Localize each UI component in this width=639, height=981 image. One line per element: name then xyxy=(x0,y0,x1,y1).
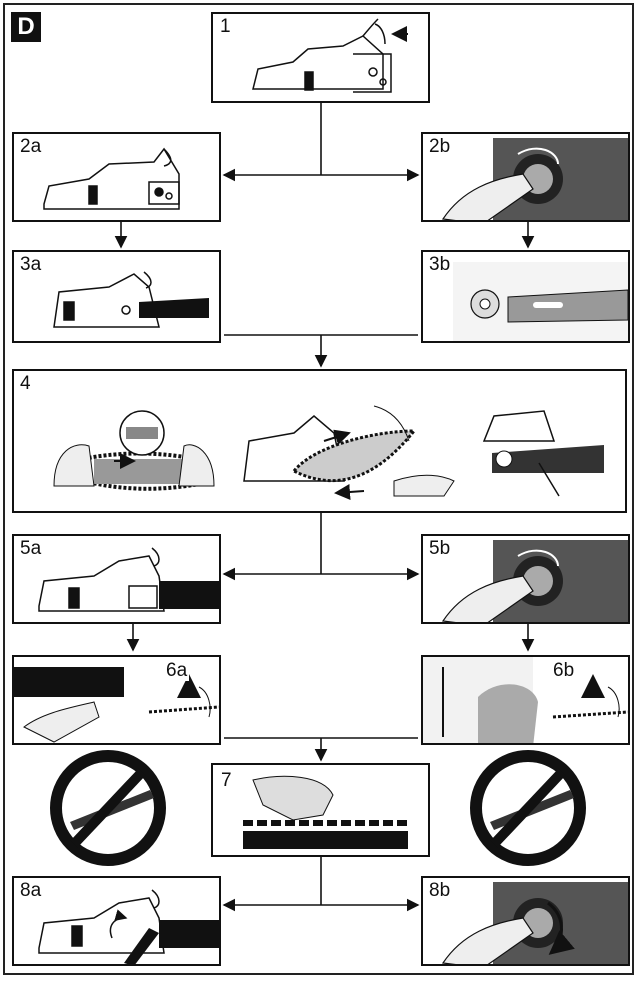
hand-turning-knob-illustration xyxy=(441,882,628,964)
chain-fitting-illustration xyxy=(53,405,604,500)
step-2a-panel: 2a xyxy=(12,132,221,222)
chainsaw-illustration xyxy=(43,147,180,210)
step-1-panel: 1 xyxy=(211,12,430,103)
step-8b-panel: 8b xyxy=(421,876,630,966)
step-3a-panel: 3a xyxy=(12,250,221,343)
chain-tension-check-illustration xyxy=(423,657,628,743)
step-label: 8a xyxy=(18,880,44,901)
hand-turning-knob-illustration xyxy=(441,138,628,220)
step-label: 2b xyxy=(427,136,453,157)
step-label: 8b xyxy=(427,880,453,901)
step-2b-panel: 2b xyxy=(421,132,630,222)
step-7-panel: 7 xyxy=(211,763,430,857)
step-label: 3b xyxy=(427,254,453,275)
bar-mount-illustration xyxy=(453,262,628,341)
chain-close-up-illustration xyxy=(243,775,408,849)
step-label: 7 xyxy=(219,770,234,791)
page-frame xyxy=(3,3,634,975)
step-label: 5a xyxy=(18,538,44,559)
chain-tension-check-illustration xyxy=(14,667,219,743)
step-label: 6b xyxy=(551,660,577,681)
chainsaw-illustration xyxy=(38,547,219,612)
step-4-panel: 4 xyxy=(12,369,627,513)
step-label: 2a xyxy=(18,136,44,157)
prohibition-sign-right xyxy=(470,750,586,866)
chainsaw-locking-illustration xyxy=(38,889,219,964)
step-6b-panel: 6b xyxy=(421,655,630,745)
chainsaw-bar-illustration xyxy=(53,271,209,328)
step-label: 4 xyxy=(18,373,33,394)
step-5b-panel: 5b xyxy=(421,534,630,624)
step-6a-panel: 6a xyxy=(12,655,221,745)
step-3b-panel: 3b xyxy=(421,250,630,343)
section-letter-badge: D xyxy=(11,12,41,42)
step-label: 5b xyxy=(427,538,453,559)
step-label: 6a xyxy=(164,660,190,681)
step-8a-panel: 8a xyxy=(12,876,221,966)
step-label: 1 xyxy=(218,16,233,37)
prohibition-sign-left xyxy=(50,750,166,866)
hand-turning-knob-illustration xyxy=(441,540,628,622)
chainsaw-illustration xyxy=(252,18,408,93)
step-label: 3a xyxy=(18,254,44,275)
step-5a-panel: 5a xyxy=(12,534,221,624)
